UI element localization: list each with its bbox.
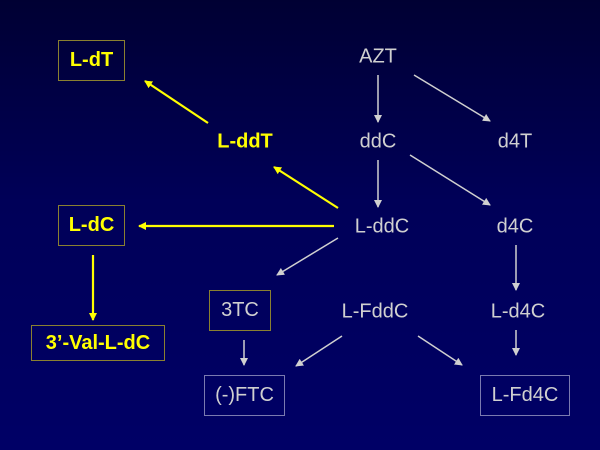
arrow-lddt-to-ldt — [144, 80, 209, 124]
arrow-lfddc-to-ftc — [295, 335, 343, 367]
node-l-fd4c: L-Fd4C — [480, 375, 570, 416]
arrow-lddc-to-3tc — [276, 237, 339, 276]
node-l-dc: L-dC — [58, 205, 125, 246]
arrow-lfddc-to-lfd4c — [417, 335, 463, 366]
node-ddc: ddC — [359, 130, 397, 153]
node-label: L-dT — [69, 49, 114, 71]
node-l-dt: L-dT — [58, 40, 125, 81]
node-d4c: d4C — [496, 215, 534, 238]
node-l-ddt: L-ddT — [217, 130, 273, 153]
node-ftc: (-)FTC — [204, 375, 285, 416]
arrow-ddc-to-d4c — [409, 154, 491, 206]
node-label: L-dC — [68, 214, 115, 236]
node-label: (-)FTC — [215, 384, 274, 406]
arrow-lddc-to-lddt — [273, 166, 339, 209]
node-d4t: d4T — [497, 130, 533, 153]
node-l-ddc: L-ddC — [354, 215, 410, 238]
node-3-val-l-dc: 3’-Val-L-dC — [31, 325, 165, 361]
node-label: L-Fd4C — [491, 384, 559, 406]
node-label: 3’-Val-L-dC — [45, 331, 151, 354]
node-3tc: 3TC — [209, 290, 271, 331]
node-label: 3TC — [221, 299, 259, 321]
arrow-azt-to-d4t — [413, 74, 491, 122]
node-azt: AZT — [359, 45, 397, 68]
node-l-d4c: L-d4C — [490, 300, 546, 323]
node-l-fddc: L-FddC — [341, 300, 409, 323]
